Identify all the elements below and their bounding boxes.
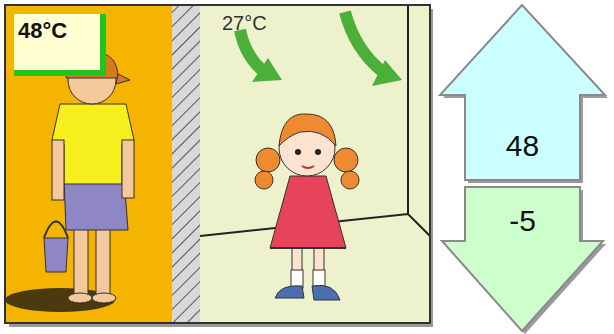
up-arrow: 48 (438, 3, 608, 183)
node-text: -5 (465, 199, 580, 243)
girl-figure (255, 114, 359, 300)
temperature-label-box: 48°C (14, 14, 106, 76)
air-arrow-head (252, 58, 282, 82)
node-text: 48°C (18, 18, 98, 68)
room-panel (200, 5, 430, 323)
room-corner-line (407, 5, 409, 214)
boy-figure (5, 52, 134, 312)
arrow-shape (442, 187, 603, 331)
frame-border (5, 5, 430, 323)
arrow-shape (440, 5, 605, 180)
air-arrow (240, 30, 262, 70)
node-text: 48 (465, 111, 580, 180)
wall-hatch (172, 5, 200, 323)
down-arrow: -5 (438, 185, 608, 333)
outdoor-panel (5, 5, 172, 323)
air-arrow (345, 12, 383, 72)
air-arrow-head (372, 60, 402, 86)
temperature-label: 27°C (222, 12, 267, 35)
